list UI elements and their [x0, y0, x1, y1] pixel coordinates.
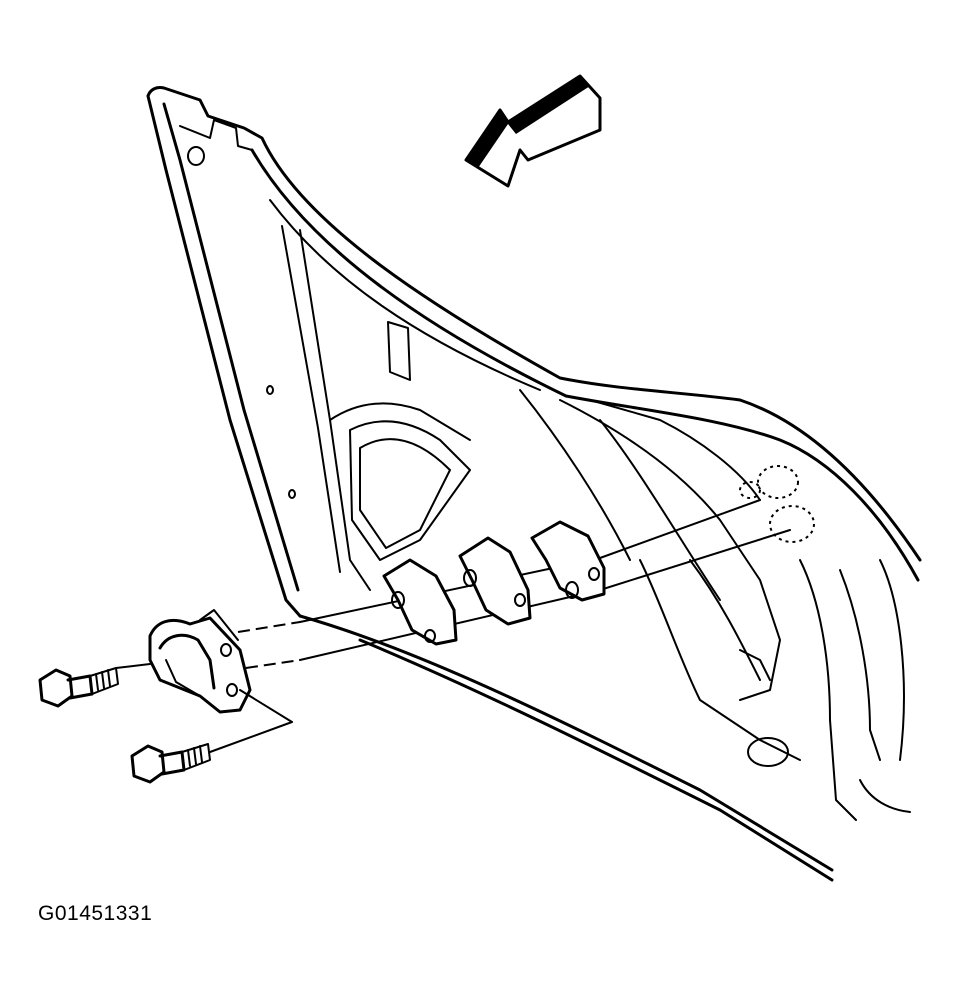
hood-panel: [146, 86, 922, 882]
striker-loop: [148, 609, 252, 714]
hinge-bracket: [382, 558, 458, 646]
locator-marks: [739, 465, 815, 543]
hinge-bracket: [458, 536, 532, 626]
hinge-bracket: [530, 520, 606, 602]
figure-id-label: G01451331: [38, 902, 153, 925]
bolt-icon: [130, 743, 211, 784]
bolt-leader-lines: [115, 663, 293, 753]
bolt-icon: [38, 667, 119, 708]
direction-arrow-icon: [464, 74, 602, 188]
